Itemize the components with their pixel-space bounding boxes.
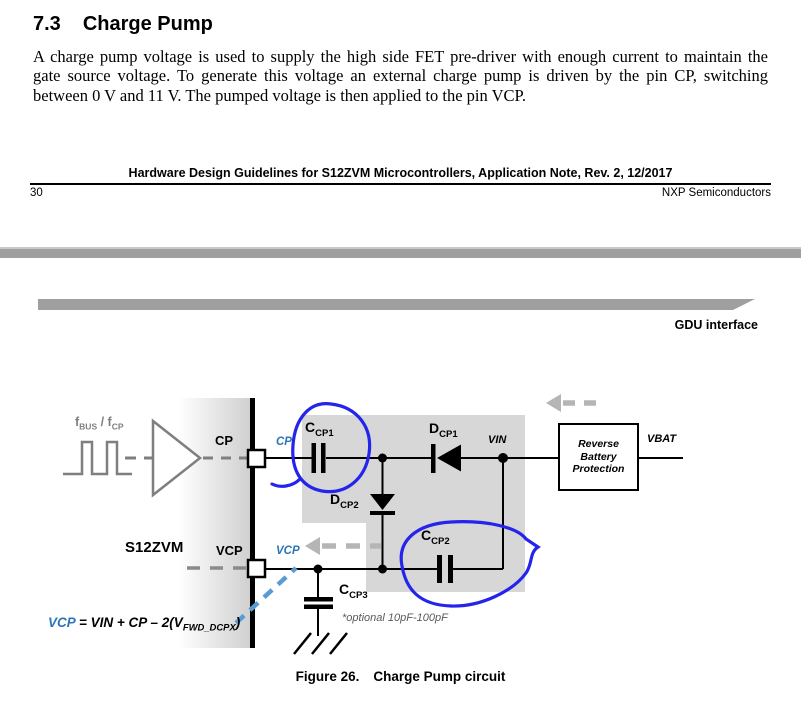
body-paragraph: A charge pump voltage is used to supply …	[33, 47, 768, 105]
junction-dot	[378, 453, 387, 463]
junction-dot	[378, 564, 387, 574]
signal-frequency-label: fBUS / fCP	[75, 415, 124, 432]
square-wave-icon	[63, 440, 132, 476]
vin-junction-dot	[498, 453, 508, 463]
section-title: Charge Pump	[82, 13, 213, 35]
body-line: A charge pump voltage is used to supply …	[33, 47, 768, 66]
blue-dashed-diagonal	[234, 566, 298, 625]
dcp2-diode-icon	[370, 494, 395, 510]
section-number: 7.3	[33, 13, 61, 35]
footer-doc-title: Hardware Design Guidelines for S12ZVM Mi…	[128, 166, 673, 180]
ccp1-capacitor-plate	[311, 443, 316, 473]
ccp1-capacitor-plate	[321, 443, 326, 473]
section-tab-label: GDU interface	[674, 318, 758, 332]
ccp3-capacitor-plate	[304, 604, 333, 609]
arrow-left-icon	[305, 537, 381, 555]
cp-pin-square	[246, 448, 267, 469]
reverse-battery-protection-label: Reverse Battery Protection	[572, 438, 625, 476]
dcp1-cathode-bar	[431, 444, 436, 473]
figure-title: Charge Pump circuit	[373, 669, 506, 684]
ccp1-label: CCP1	[305, 419, 334, 439]
separator-bar-top	[0, 249, 801, 258]
ground-symbol	[293, 632, 348, 655]
ccp2-capacitor-plate	[448, 555, 453, 583]
dcp1-diode-icon	[437, 444, 461, 472]
vin-label: VIN	[488, 434, 507, 446]
vcp-pin-square	[246, 558, 267, 579]
section-heading: 7.3 Charge Pump	[33, 13, 213, 36]
junction-dot	[313, 564, 323, 574]
optional-note: *optional 10pF-100pF	[342, 612, 448, 624]
footer-rule	[30, 183, 771, 185]
cp-pin-label: CP	[215, 433, 234, 448]
dcp1-label: DCP1	[429, 420, 458, 440]
chip-label: S12ZVM	[125, 539, 184, 556]
separator-bar-slanted	[38, 299, 755, 310]
dcp2-cathode-bar	[370, 511, 395, 515]
buffer-triangle-icon	[151, 418, 203, 498]
vcp-net-label: VCP	[276, 545, 300, 557]
separator-bar-light	[0, 247, 801, 249]
ccp3-capacitor-plate	[304, 597, 333, 602]
ccp2-label: CCP2	[421, 527, 450, 547]
chip-boundary-line	[250, 398, 255, 648]
publisher-label: NXP Semiconductors	[661, 187, 771, 199]
vcp-pin-label: VCP	[216, 543, 243, 558]
arrow-left-icon	[546, 394, 601, 412]
ccp2-capacitor-plate	[437, 555, 442, 583]
body-line: gate source voltage. To generate this vo…	[33, 66, 768, 86]
figure-number: Figure 26.	[295, 669, 360, 684]
page-number: 30	[30, 187, 43, 199]
chip-edge-shading	[178, 398, 250, 648]
figure-caption: Figure 26. Charge Pump circuit	[0, 669, 801, 684]
vbat-label: VBAT	[647, 433, 677, 445]
vcp-formula: VCP = VIN + CP – 2(VFWD_DCPX)	[48, 615, 241, 634]
dcp2-label: DCP2	[330, 491, 359, 511]
ccp3-label: CCP3	[339, 581, 368, 601]
cp-net-label: CP	[276, 436, 292, 448]
body-line: between 0 V and 11 V. The pumped voltage…	[33, 85, 526, 105]
